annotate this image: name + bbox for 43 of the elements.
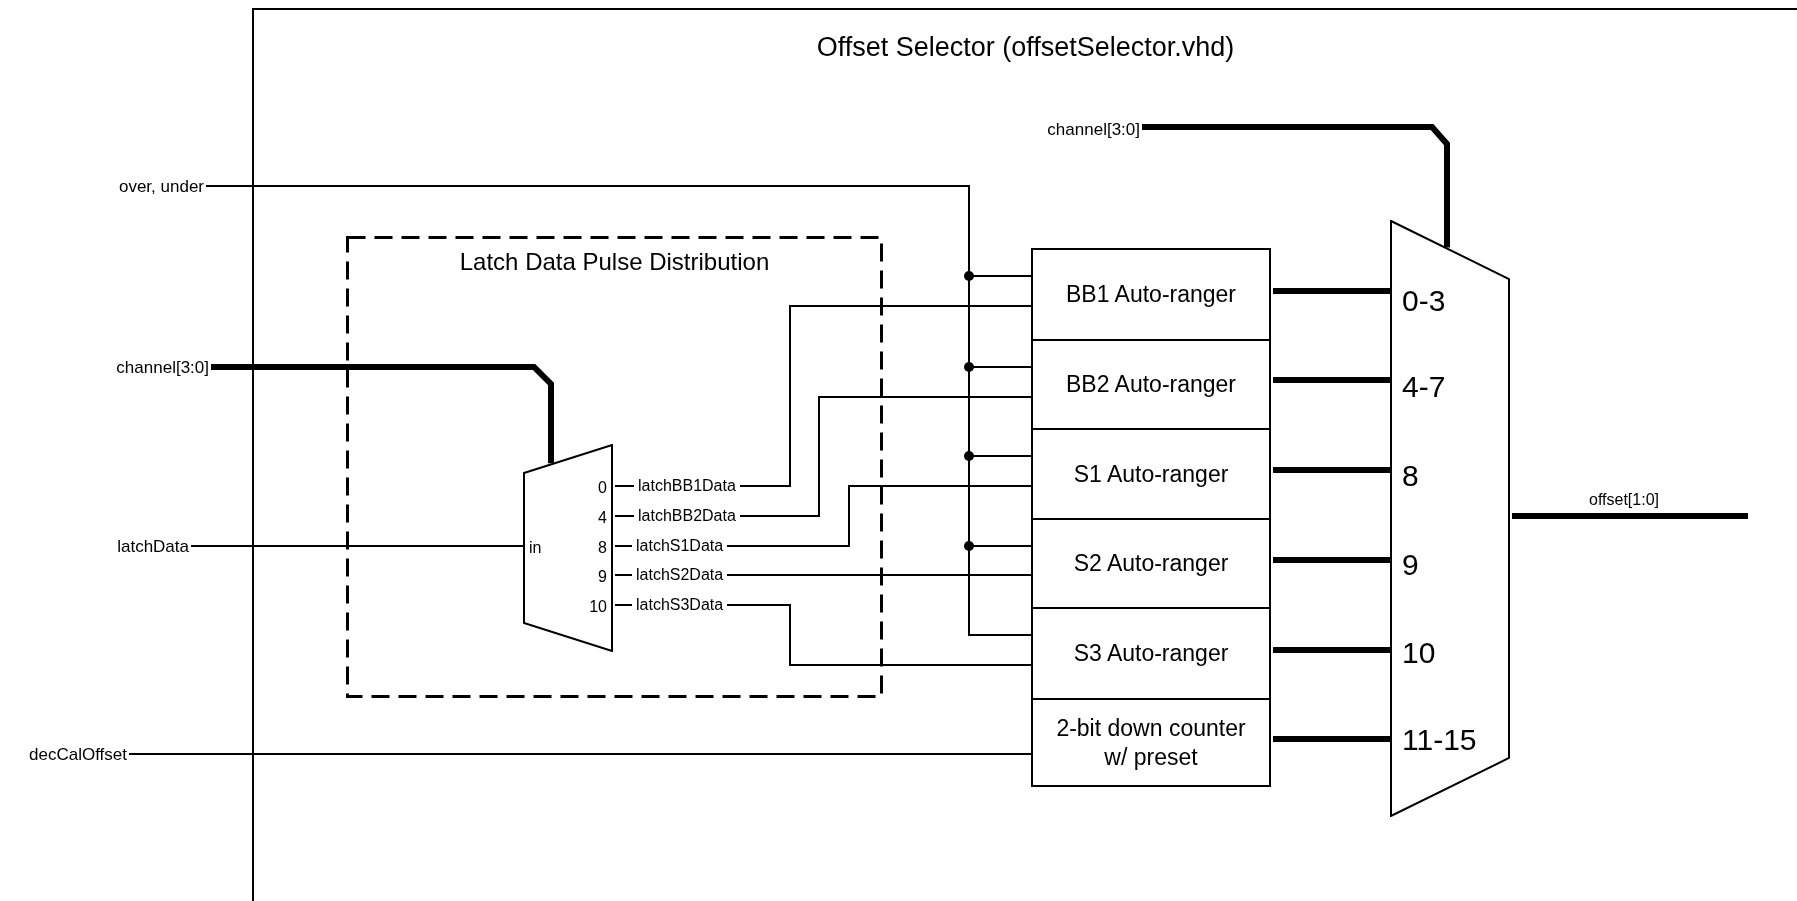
port-label: 9 [598, 569, 607, 585]
module-title: Offset Selector (offsetSelector.vhd) [816, 34, 1235, 61]
port-label: 0-3 [1402, 286, 1446, 316]
process-box: S3 Auto-ranger [1031, 607, 1271, 700]
port-label: in [529, 540, 542, 556]
port-label: 11-15 [1402, 725, 1477, 755]
port-label: 8 [1402, 461, 1419, 491]
bus-wire [1273, 647, 1390, 653]
wire [190, 545, 524, 547]
port-label: 10 [589, 599, 607, 615]
process-box: 2-bit down counter w/ preset [1031, 698, 1271, 787]
wire [128, 753, 1032, 755]
signal-label: latchData [117, 537, 189, 555]
bus-wire [1273, 377, 1390, 383]
module-boundary [252, 8, 1797, 901]
wire [205, 185, 1032, 636]
signal-label: latchS2Data [632, 567, 728, 583]
process-box: BB2 Auto-ranger [1031, 339, 1271, 430]
signal-label: latchBB1Data [634, 478, 740, 494]
signal-label: over, under [118, 177, 204, 195]
port-label: 0 [598, 480, 607, 496]
signal-label: latchS3Data [632, 597, 728, 613]
port-label: 4 [598, 510, 607, 526]
signal-label: latchBB2Data [634, 508, 740, 524]
bus-wire [1273, 467, 1390, 473]
port-label: 8 [598, 540, 607, 556]
signal-label: decCalOffset [29, 745, 127, 763]
process-box: BB1 Auto-ranger [1031, 248, 1271, 341]
port-label: 10 [1402, 638, 1436, 668]
bus-wire [1512, 513, 1748, 519]
bus-wire [1142, 124, 1450, 248]
process-box: S2 Auto-ranger [1031, 518, 1271, 609]
signal-label: latchS1Data [632, 538, 728, 554]
group-title: Latch Data Pulse Distribution [459, 250, 770, 274]
port-label: 4-7 [1402, 372, 1446, 402]
bus-wire [211, 364, 554, 464]
bus-wire [1273, 288, 1390, 294]
bus-wire [1273, 736, 1390, 742]
bus-wire [1273, 557, 1390, 563]
signal-label: channel[3:0] [116, 358, 209, 376]
process-box: S1 Auto-ranger [1031, 428, 1271, 520]
port-label: 9 [1402, 550, 1419, 580]
signal-label: channel[3:0] [1047, 120, 1140, 138]
